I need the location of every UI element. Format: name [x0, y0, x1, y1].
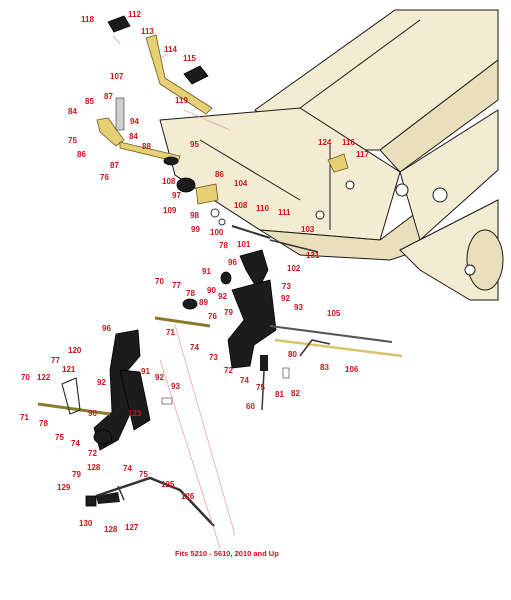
callout-label: 78	[186, 289, 195, 298]
lower-pedal-assembly	[37, 329, 173, 451]
callout-label: 92	[155, 373, 164, 382]
callout-label: 75	[55, 433, 64, 442]
callout-label: 72	[224, 366, 233, 375]
middle-pedal-assembly	[154, 249, 403, 411]
callout-label: 89	[199, 298, 208, 307]
callout-label: 81	[275, 390, 284, 399]
bottom-linkage	[85, 476, 215, 527]
callout-label: 70	[155, 277, 164, 286]
callout-label: 93	[294, 303, 303, 312]
callout-label: 115	[183, 54, 196, 63]
callout-label: 98	[190, 211, 199, 220]
callout-label: 91	[202, 267, 211, 276]
callout-label: 87	[110, 161, 119, 170]
callout-label: 131	[306, 251, 320, 260]
callout-label: 94	[130, 117, 139, 126]
callout-label: 127	[125, 523, 139, 532]
leader-lines	[112, 35, 236, 549]
callout-label: 112	[128, 10, 141, 19]
callout-label: 86	[77, 150, 86, 159]
callout-label: 130	[79, 519, 93, 528]
callout-label: 93	[171, 382, 180, 391]
callout-label: 74	[71, 439, 80, 448]
callout-label: 79	[224, 308, 233, 317]
callout-label: 92	[281, 294, 290, 303]
callout-label: 76	[208, 312, 217, 321]
callout-label: 60	[246, 402, 255, 411]
callout-label: 92	[218, 292, 227, 301]
callout-label: 79	[72, 470, 81, 479]
callout-label: 103	[301, 225, 315, 234]
callout-label: 91	[141, 367, 150, 376]
callout-label: 78	[39, 419, 48, 428]
callout-label: 113	[141, 27, 154, 36]
callout-label: 77	[51, 356, 60, 365]
callout-label: 84	[68, 107, 77, 116]
main-frame	[159, 9, 504, 301]
callout-label: 74	[190, 343, 199, 352]
callout-label: 101	[237, 240, 251, 249]
callout-label: 111	[278, 208, 291, 217]
callout-label: 90	[207, 286, 216, 295]
callout-label: 107	[110, 72, 124, 81]
callout-label: 72	[88, 449, 97, 458]
callout-label: 126	[181, 492, 195, 501]
callout-label: 128	[87, 463, 101, 472]
callout-label: 117	[356, 150, 369, 159]
callout-label: 75	[139, 470, 148, 479]
callout-label: 106	[345, 365, 359, 374]
callout-label: 80	[288, 350, 297, 359]
callout-label: 129	[57, 483, 71, 492]
callout-label: 120	[68, 346, 82, 355]
callout-label: 119	[175, 96, 188, 105]
callout-label: 109	[163, 206, 177, 215]
callout-label: 77	[172, 281, 181, 290]
callout-label: 92	[97, 378, 106, 387]
callout-label: 114	[164, 45, 177, 54]
callout-label: 82	[291, 389, 300, 398]
callout-label: 73	[282, 282, 291, 291]
callout-label: 75	[68, 136, 77, 145]
callout-label: 87	[104, 92, 113, 101]
upper-lever-assembly	[96, 15, 349, 253]
callout-label: 97	[172, 191, 181, 200]
callout-label: 76	[100, 173, 109, 182]
callout-label: 102	[287, 264, 301, 273]
callout-label: 96	[102, 324, 111, 333]
callout-label: 110	[256, 204, 269, 213]
callout-label: 90	[88, 409, 97, 418]
callout-label: 85	[85, 97, 94, 106]
callout-label: 78	[219, 241, 228, 250]
callout-label: 88	[142, 142, 151, 151]
callout-label: 104	[234, 179, 248, 188]
callout-label: 71	[166, 328, 175, 337]
callout-label: 75	[256, 383, 265, 392]
callout-label: 95	[190, 140, 199, 149]
callout-label: 71	[20, 413, 29, 422]
callout-label: 99	[191, 225, 200, 234]
callout-label: 84	[129, 132, 138, 141]
callout-label: 86	[215, 170, 224, 179]
fitment-note: Fits 5210 - 5610, 2010 and Up	[175, 549, 279, 558]
callout-label: 128	[104, 525, 118, 534]
callout-label: 123	[128, 409, 142, 418]
callout-label: 83	[320, 363, 329, 372]
callout-label: 108	[234, 201, 248, 210]
callout-label: 122	[37, 373, 51, 382]
callout-label: 124	[318, 138, 332, 147]
callout-label: 118	[81, 15, 94, 24]
callout-label: 100	[210, 228, 224, 237]
callout-label: 125	[161, 480, 175, 489]
callout-label: 108	[162, 177, 176, 186]
callout-label: 73	[209, 353, 218, 362]
callout-label: 105	[327, 309, 341, 318]
callout-label: 74	[240, 376, 249, 385]
callout-labels: 118 112 113 114 115 107 87 85 84 94 75 8…	[20, 10, 369, 534]
callout-label: 121	[62, 365, 76, 374]
callout-label: 96	[228, 258, 237, 267]
callout-label: 116	[342, 138, 355, 147]
callout-label: 74	[123, 464, 132, 473]
callout-label: 70	[21, 373, 30, 382]
